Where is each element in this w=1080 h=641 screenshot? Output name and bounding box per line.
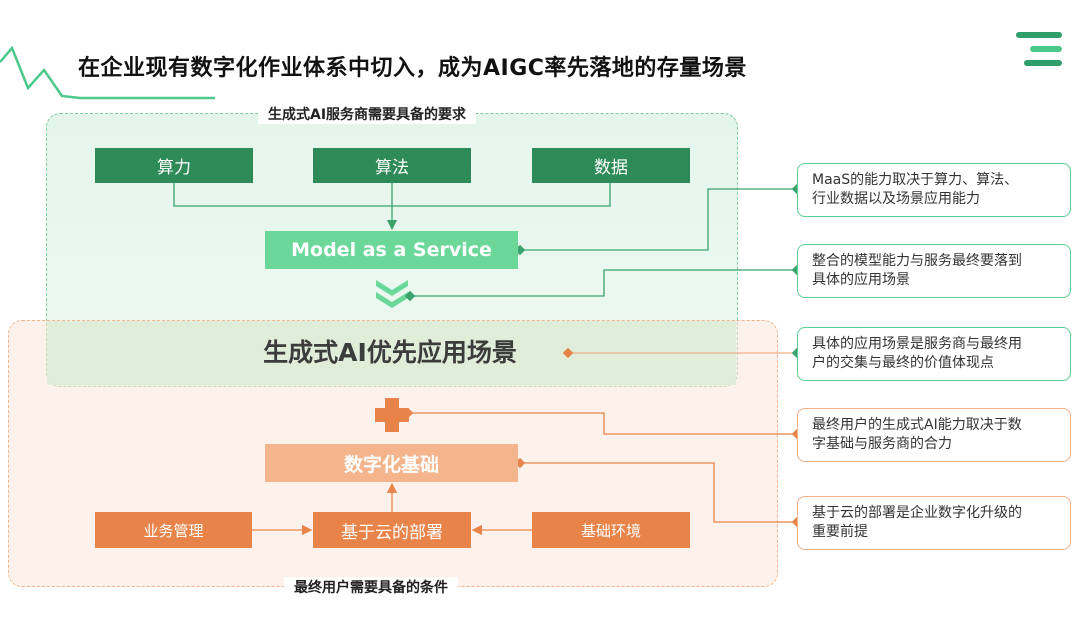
cloud-deployment-box: 基于云的部署: [313, 512, 471, 548]
callout-scene-landing: 整合的模型能力与服务最终要落到 具体的应用场景: [797, 244, 1071, 298]
compute-power-box: 算力: [95, 148, 253, 183]
data-box: 数据: [532, 148, 690, 183]
callout-user-capability: 最终用户的生成式AI能力取决于数 字基础与服务商的合力: [797, 408, 1071, 462]
business-management-box: 业务管理: [95, 512, 252, 548]
chevron-down-icon: [376, 280, 408, 308]
priority-scene-title: 生成式AI优先应用场景: [263, 338, 517, 367]
digital-foundation-box: 数字化基础: [265, 444, 518, 482]
page-title: 在企业现有数字化作业体系中切入，成为AIGC率先落地的存量场景: [78, 56, 747, 81]
maas-box: Model as a Service: [265, 231, 518, 269]
algorithm-box: 算法: [313, 148, 471, 183]
user-region-label: 最终用户需要具备的条件: [284, 577, 458, 597]
brand-logo-icon: [1016, 32, 1064, 72]
plus-icon: [375, 398, 409, 432]
callout-maas: MaaS的能力取决于算力、算法、 行业数据以及场景应用能力: [797, 163, 1071, 217]
callout-cloud-deployment: 基于云的部署是企业数字化升级的 重要前提: [797, 496, 1071, 550]
ai-region-label: 生成式AI服务商需要具备的要求: [258, 104, 477, 124]
infrastructure-box: 基础环境: [532, 512, 690, 548]
callout-intersection: 具体的应用场景是服务商与最终用 户的交集与最终的价值体现点: [797, 327, 1071, 381]
